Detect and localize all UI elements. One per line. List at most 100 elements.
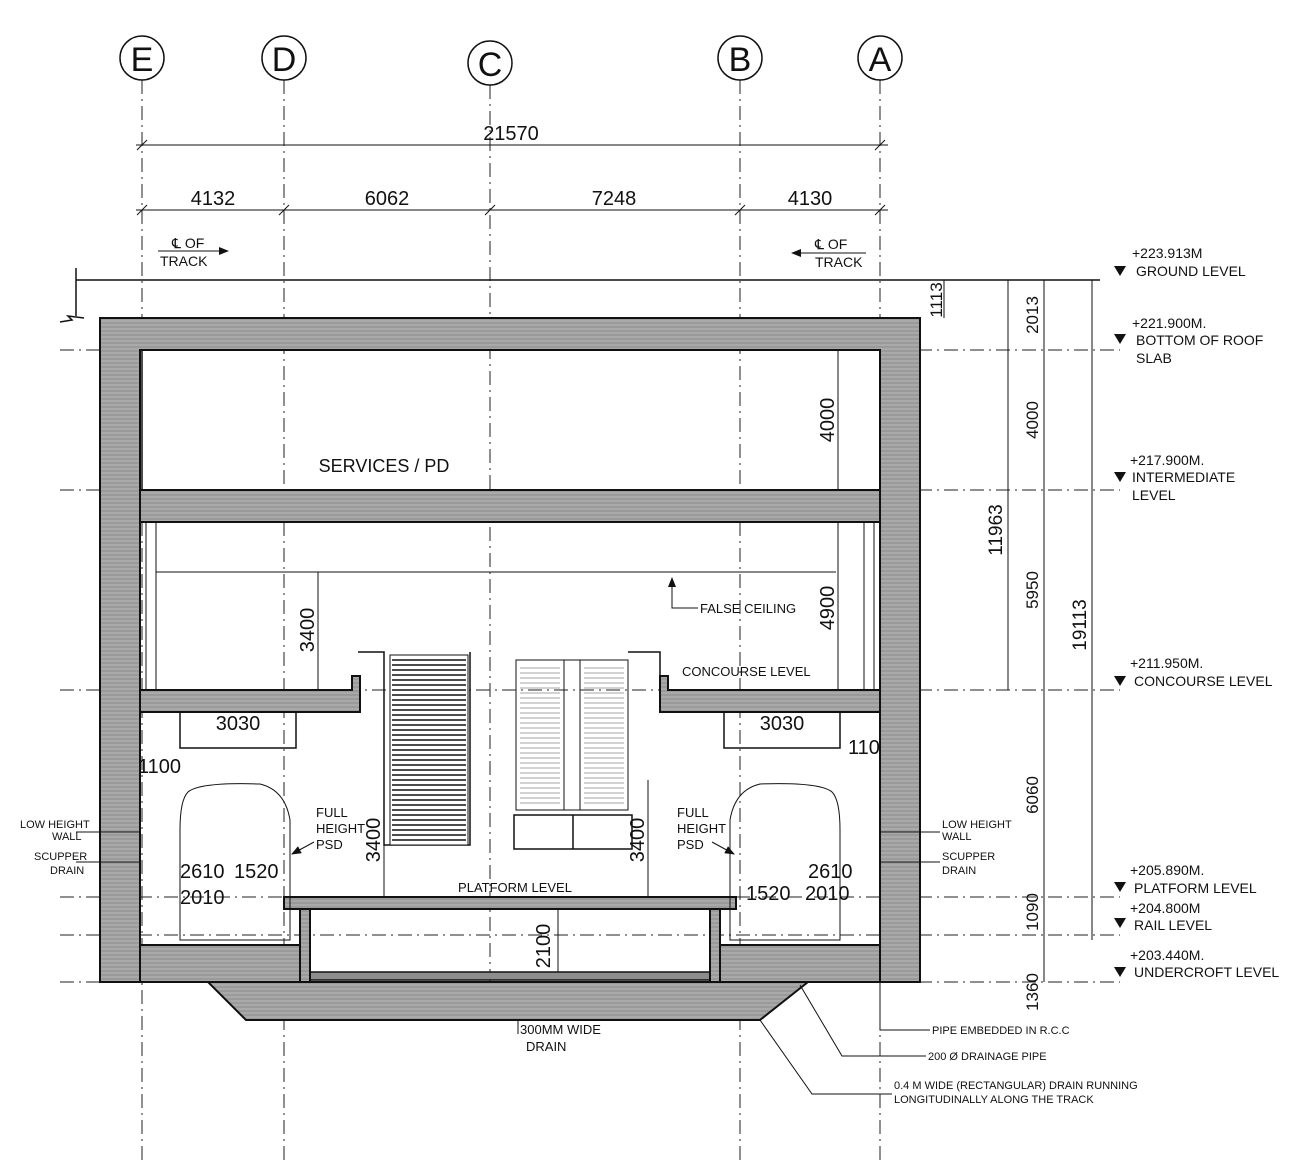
- level-value: +204.800M: [1130, 900, 1200, 916]
- grid-label: E: [131, 41, 154, 79]
- psd-label-3: PSD: [316, 837, 343, 852]
- dim-110-right: 110: [848, 737, 880, 759]
- dim-1360: 1360: [1023, 973, 1042, 1011]
- dim-4000-services: 4000: [817, 398, 839, 443]
- psd-label-3: PSD: [677, 837, 704, 852]
- level-label: BOTTOM OF ROOF: [1136, 332, 1263, 348]
- vertical-dimension-chains: 1113 2013 4000 11963 5950 19113 6060 109…: [927, 280, 1093, 1011]
- level-marker-platform: +205.890M. PLATFORM LEVEL: [1114, 862, 1257, 896]
- dim-4900-concourse: 4900: [817, 586, 839, 631]
- bottom-notes: 300MM WIDE DRAIN PIPE EMBEDDED IN R.C.C …: [517, 982, 1138, 1106]
- scupper-drain-2: DRAIN: [50, 865, 84, 877]
- level-value: +217.900M.: [1130, 452, 1204, 468]
- note-04-drain-1: 0.4 M WIDE (RECTANGULAR) DRAIN RUNNING: [894, 1080, 1138, 1092]
- level-value: +211.950M.: [1130, 655, 1203, 671]
- low-height-wall-2: WALL: [52, 831, 82, 843]
- dim-1100-left: 1100: [138, 756, 181, 778]
- inner-dimensions: 3400 4000 4900 3400 3400 2100: [297, 398, 839, 972]
- grid-label: A: [869, 41, 892, 79]
- note-300-drain-2: DRAIN: [526, 1039, 566, 1054]
- level-marker-roof: +221.900M. BOTTOM OF ROOF SLAB: [1114, 315, 1263, 366]
- low-height-wall-1: LOW HEIGHT: [20, 819, 90, 831]
- dim-3030-left: 3030: [216, 713, 261, 735]
- dim-2010-right: 2010: [805, 883, 850, 905]
- level-label: PLATFORM LEVEL: [1134, 880, 1257, 896]
- track-centerline-left: ℄ OF TRACK: [158, 235, 229, 269]
- scupper-drain-2: DRAIN: [942, 865, 976, 877]
- level-label: RAIL LEVEL: [1134, 917, 1212, 933]
- dim-2013: 2013: [1023, 296, 1042, 334]
- dim-3400-psd-right: 3400: [627, 818, 649, 863]
- level-marker-rail: +204.800M RAIL LEVEL: [1114, 900, 1212, 933]
- dim-1520-left: 1520: [234, 861, 279, 883]
- dim-1090: 1090: [1023, 893, 1042, 931]
- left-platform-details: 3030 1100 FULL HEIGHT PSD 2610 1520 2010…: [20, 711, 365, 941]
- dim-2010-left: 2010: [180, 887, 225, 909]
- dim-2100: 2100: [533, 924, 555, 969]
- dim-2610-left: 2610: [180, 861, 225, 883]
- dim-overall: 21570: [483, 123, 539, 145]
- grid-bubble-c: C: [467, 40, 513, 86]
- dim-b-a: 4130: [788, 188, 833, 210]
- track-symbol: ℄ OF: [814, 236, 847, 252]
- note-04-drain-2: LONGITUDINALLY ALONG THE TRACK: [894, 1094, 1094, 1106]
- concourse-level-label: CONCOURSE LEVEL: [682, 664, 811, 679]
- dim-2610-right: 2610: [808, 861, 853, 883]
- psd-label-2: HEIGHT: [677, 821, 726, 836]
- level-marker-ground: +223.913M GROUND LEVEL: [1114, 245, 1246, 279]
- level-label: GROUND LEVEL: [1136, 263, 1246, 279]
- level-label: INTERMEDIATE: [1132, 469, 1235, 485]
- level-label2: SLAB: [1136, 350, 1172, 366]
- psd-label-1: FULL: [677, 805, 709, 820]
- track-centerline-right: ℄ OF TRACK: [791, 236, 866, 270]
- low-height-wall-1: LOW HEIGHT: [942, 819, 1012, 831]
- grid-bubble-b: B: [717, 35, 763, 81]
- dim-11963: 11963: [986, 504, 1007, 555]
- track-label: TRACK: [815, 254, 863, 270]
- note-200-pipe: 200 Ø DRAINAGE PIPE: [928, 1051, 1047, 1063]
- level-markers: +223.913M GROUND LEVEL +221.900M. BOTTOM…: [1114, 245, 1279, 980]
- dim-3030-right: 3030: [760, 713, 805, 735]
- right-platform-details: 3030 110 FULL HEIGHT PSD 2610 1520 2010 …: [677, 711, 1012, 941]
- dim-d-c: 6062: [365, 188, 410, 210]
- level-value: +205.890M.: [1130, 862, 1204, 878]
- note-300-drain-1: 300MM WIDE: [520, 1022, 601, 1037]
- track-label: TRACK: [160, 253, 208, 269]
- false-ceiling-label: FALSE CEILING: [700, 601, 796, 616]
- psd-label-2: HEIGHT: [316, 821, 365, 836]
- dim-c-b: 7248: [592, 188, 637, 210]
- scupper-drain-1: SCUPPER: [34, 851, 87, 863]
- grid-bubble-a: A: [857, 35, 903, 81]
- note-pipe-rcc: PIPE EMBEDDED IN R.C.C: [932, 1025, 1070, 1037]
- dim-4000: 4000: [1023, 401, 1042, 439]
- level-value: +223.913M: [1132, 245, 1202, 261]
- dim-6060: 6060: [1023, 776, 1042, 814]
- escalators-right: [513, 651, 661, 850]
- dim-3400-ceiling: 3400: [297, 608, 319, 653]
- platform-level-label: PLATFORM LEVEL: [458, 880, 572, 895]
- level-marker-undercroft: +203.440M. UNDERCROFT LEVEL: [1114, 947, 1279, 980]
- level-value: +203.440M.: [1130, 947, 1204, 963]
- dim-19113: 19113: [1070, 599, 1091, 650]
- dim-1113: 1113: [927, 282, 946, 317]
- track-symbol: ℄ OF: [171, 235, 204, 251]
- grid-label: C: [478, 46, 503, 84]
- level-marker-concourse: +211.950M. CONCOURSE LEVEL: [1114, 655, 1273, 689]
- level-label2: LEVEL: [1132, 487, 1176, 503]
- psd-label-1: FULL: [316, 805, 348, 820]
- station-box-structure: [99, 317, 921, 1021]
- grid-bubble-e: E: [119, 35, 165, 81]
- scupper-drain-1: SCUPPER: [942, 851, 995, 863]
- top-dimensions: 21570 4132 6062 7248 4130: [136, 123, 888, 216]
- ground-line: [59, 268, 1100, 323]
- level-label: UNDERCROFT LEVEL: [1134, 964, 1279, 980]
- dim-5950: 5950: [1023, 571, 1042, 609]
- low-height-wall-2: WALL: [942, 831, 972, 843]
- level-value: +221.900M.: [1132, 315, 1206, 331]
- grid-label: B: [729, 41, 752, 79]
- dim-1520-right: 1520: [746, 883, 791, 905]
- level-marker-intermediate: +217.900M. INTERMEDIATE LEVEL: [1114, 452, 1235, 503]
- level-label: CONCOURSE LEVEL: [1134, 673, 1273, 689]
